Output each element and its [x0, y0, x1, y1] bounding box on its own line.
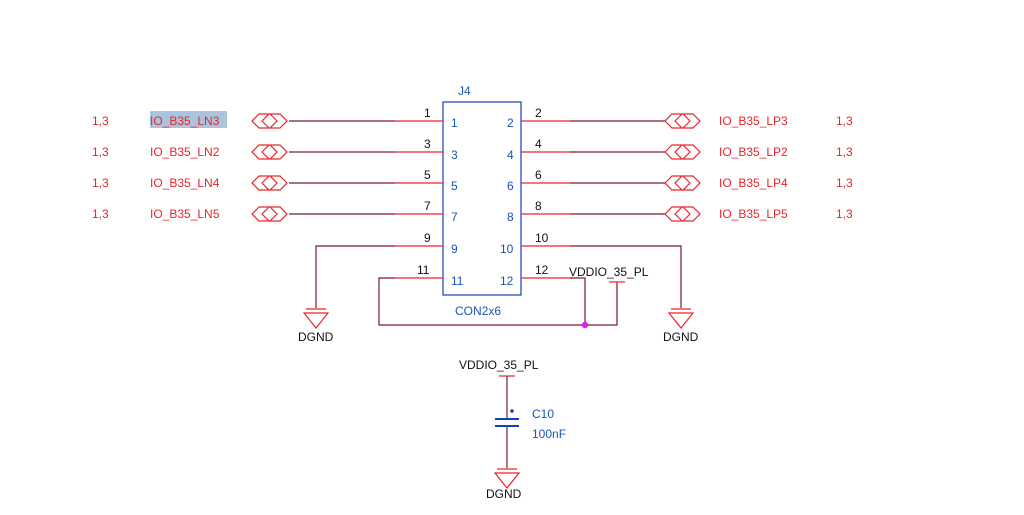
ground-icon — [302, 308, 330, 329]
bidirectional-port-icon[interactable] — [664, 206, 701, 222]
pin-number-inside: 11 — [451, 274, 464, 288]
connector-body[interactable] — [442, 101, 522, 296]
pin-number-inside: 3 — [451, 148, 458, 162]
ground-icon — [667, 308, 695, 329]
net-sheet-ref: 1,3 — [836, 114, 853, 128]
junction-dot — [581, 321, 589, 329]
left-pin-numbers: 1 3 5 7 9 11 — [451, 116, 464, 288]
pin-number-outside: 1 — [424, 106, 431, 120]
pin12-wire — [570, 277, 586, 325]
net-sheet-ref: 1,3 — [836, 207, 853, 221]
capacitor-refdes: C10 — [532, 407, 554, 421]
pin-number-inside: 5 — [451, 179, 458, 193]
pin-number-inside: 7 — [451, 210, 458, 224]
pin-number-inside: 6 — [507, 179, 514, 193]
pin-number-outside: 12 — [535, 263, 549, 277]
right-net-wires — [570, 120, 665, 215]
left-net-wires — [289, 120, 395, 215]
pin-number-inside: 10 — [500, 242, 514, 256]
bidirectional-port-icon[interactable] — [664, 175, 701, 191]
capacitor-value: 100nF — [532, 427, 566, 441]
polarity-dot — [510, 409, 514, 413]
pin-number-outside: 5 — [424, 168, 431, 182]
bidirectional-port-icon[interactable] — [251, 175, 288, 191]
pin-number-outside: 2 — [535, 106, 542, 120]
left-port-symbols — [251, 113, 288, 222]
pin-number-inside: 1 — [451, 116, 458, 130]
net-sheet-ref: 1,3 — [92, 176, 109, 190]
ground-label: DGND — [663, 330, 699, 344]
right-port-symbols — [664, 113, 701, 222]
left-pin-stubs: 1 3 5 7 9 11 — [395, 106, 443, 279]
pin-number-inside: 12 — [500, 274, 514, 288]
net-label[interactable]: IO_B35_LP3 — [719, 114, 788, 128]
pin-number-inside: 9 — [451, 242, 458, 256]
connector-refdes: J4 — [458, 84, 471, 98]
pin-number-outside: 7 — [424, 199, 431, 213]
right-pin-stubs: 2 4 6 8 10 12 — [521, 106, 570, 279]
net-sheet-ref: 1,3 — [92, 145, 109, 159]
net-sheet-ref: 1,3 — [836, 176, 853, 190]
left-net-labels: 1,3 IO_B35_LN3 1,3 IO_B35_LN2 1,3 IO_B35… — [92, 114, 220, 221]
bidirectional-port-icon[interactable] — [664, 113, 701, 129]
right-pin-numbers: 2 4 6 8 10 12 — [500, 116, 514, 288]
bidirectional-port-icon[interactable] — [251, 113, 288, 129]
pin-number-inside: 4 — [507, 148, 514, 162]
pin-number-inside: 2 — [507, 116, 514, 130]
right-net-labels: IO_B35_LP3 1,3 IO_B35_LP2 1,3 IO_B35_LP4… — [719, 114, 853, 221]
net-label[interactable]: IO_B35_LN5 — [150, 207, 220, 221]
net-label[interactable]: IO_B35_LP5 — [719, 207, 788, 221]
connector-value: CON2x6 — [455, 304, 501, 318]
pin-number-outside: 8 — [535, 199, 542, 213]
net-label[interactable]: IO_B35_LN2 — [150, 145, 220, 159]
pin-number-outside: 10 — [535, 231, 549, 245]
net-label[interactable]: IO_B35_LP2 — [719, 145, 788, 159]
pin-number-outside: 6 — [535, 168, 542, 182]
ground-label: DGND — [298, 330, 334, 344]
net-sheet-ref: 1,3 — [836, 145, 853, 159]
bidirectional-port-icon[interactable] — [251, 144, 288, 160]
gnd-wire-right — [570, 245, 682, 308]
ground-label: DGND — [486, 487, 522, 501]
pin-number-outside: 3 — [424, 137, 431, 151]
pin-number-outside: 11 — [417, 263, 430, 277]
pin-number-outside: 9 — [424, 231, 431, 245]
power-label: VDDIO_35_PL — [569, 265, 649, 279]
net-label[interactable]: IO_B35_LN4 — [150, 176, 220, 190]
bidirectional-port-icon[interactable] — [664, 144, 701, 160]
pin-number-outside: 4 — [535, 137, 542, 151]
bidirectional-port-icon[interactable] — [251, 206, 288, 222]
net-sheet-ref: 1,3 — [92, 114, 109, 128]
net-label[interactable]: IO_B35_LN3 — [150, 114, 220, 128]
selection-highlight — [150, 111, 227, 128]
pin-number-inside: 8 — [507, 210, 514, 224]
net-sheet-ref: 1,3 — [92, 207, 109, 221]
net-label[interactable]: IO_B35_LP4 — [719, 176, 788, 190]
power-loop-wire — [378, 277, 618, 326]
cap-power-label: VDDIO_35_PL — [459, 358, 539, 372]
gnd-wire-left — [315, 245, 395, 308]
ground-icon — [493, 468, 521, 489]
